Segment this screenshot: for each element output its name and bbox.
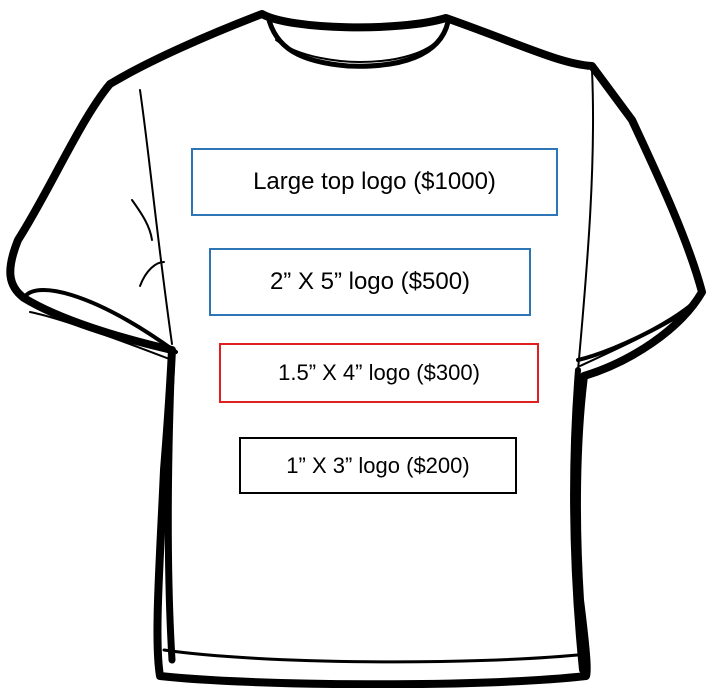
- logo-option-label: Large top logo ($1000): [253, 168, 496, 195]
- logo-option-label: 1.5” X 4” logo ($300): [278, 360, 480, 385]
- logo-option-large-top: Large top logo ($1000): [191, 148, 558, 216]
- logo-option-1-5x4: 1.5” X 4” logo ($300): [219, 343, 539, 403]
- logo-option-label: 2” X 5” logo ($500): [269, 268, 471, 295]
- logo-option-1x3: 1” X 3” logo ($200): [239, 437, 517, 494]
- logo-option-2x5: 2” X 5” logo ($500): [209, 248, 531, 316]
- logo-option-label: 1” X 3” logo ($200): [286, 452, 470, 478]
